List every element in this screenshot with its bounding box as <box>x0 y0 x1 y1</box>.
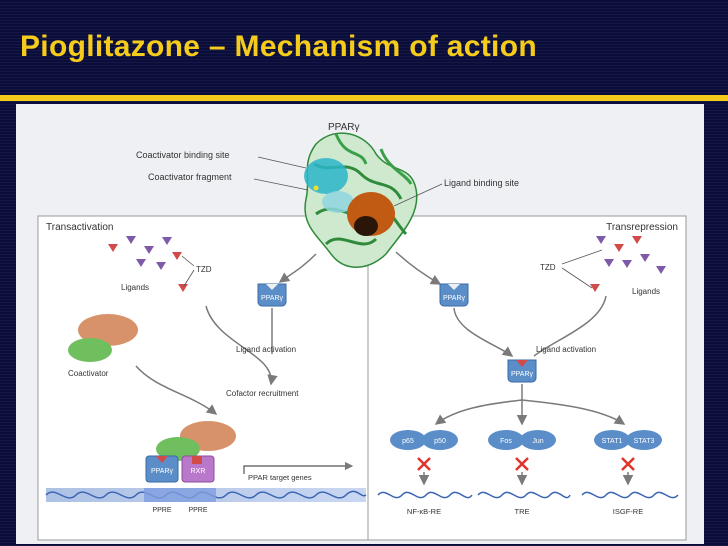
left-dna-strand <box>45 488 367 502</box>
right-receptor-pparg <box>439 283 469 307</box>
right-ligand-cluster <box>590 236 666 292</box>
factor-stat1: STAT1 <box>602 438 623 445</box>
coactivator-complex <box>156 421 236 461</box>
left-ligand-cluster <box>108 236 188 292</box>
response-element-isgf: ISGF-RE <box>613 507 643 516</box>
right-ligand-activation-label: Ligand activation <box>536 345 596 354</box>
right-receptor-label: PPARγ <box>443 295 466 302</box>
coactivator-binding-site-label: Coactivator binding site <box>136 150 230 160</box>
factor-pair-nfkb <box>390 430 458 450</box>
ppre-right-label: PPRE <box>188 507 207 514</box>
right-tzd-label: TZD <box>540 263 556 272</box>
activated-pparg-label: PPARγ <box>511 371 534 378</box>
protein-title: PPARγ <box>328 122 360 133</box>
left-receptor-pparg <box>257 283 287 307</box>
left-ligands-label: Ligands <box>121 283 149 292</box>
ppre-left-label: PPRE <box>152 507 171 514</box>
inhibition-cross-tre <box>515 457 529 486</box>
title-underline <box>0 95 728 101</box>
left-ligand-activation-label: Ligand activation <box>236 345 296 354</box>
coactivator-fragment <box>304 158 348 194</box>
right-ligands-label: Ligands <box>632 287 660 296</box>
transactivation-panel <box>37 215 369 541</box>
mechanism-diagram: Transactivation Transrepression PPARγ Co… <box>37 122 687 541</box>
complex-pparg-label: PPARγ <box>151 468 174 475</box>
left-tzd-label: TZD <box>196 265 212 274</box>
factor-pair-stat <box>594 430 662 450</box>
pparg-protein-structure <box>304 132 418 268</box>
left-receptor-label: PPARγ <box>261 295 284 302</box>
factor-pair-ap1 <box>488 430 556 450</box>
right-dna-strands <box>377 491 679 499</box>
response-element-nfkb: NF-κB-RE <box>407 507 441 516</box>
transrepression-heading: Transrepression <box>606 222 678 233</box>
factor-p50: p50 <box>434 438 446 445</box>
transactivation-heading: Transactivation <box>46 222 113 233</box>
complex-rxr-label: RXR <box>191 468 206 475</box>
pparg-rxr-heterodimer <box>145 455 215 483</box>
factor-stat3: STAT3 <box>634 438 655 445</box>
inhibition-cross-isgf <box>621 457 635 486</box>
inhibition-cross-nfkb <box>417 457 431 486</box>
cofactor-recruitment-label: Cofactor recruitment <box>226 389 299 398</box>
factor-fos: Fos <box>500 438 512 445</box>
activated-pparg <box>507 359 537 383</box>
coactivator-label: Coactivator <box>68 369 109 378</box>
factor-p65: p65 <box>402 438 414 445</box>
mechanism-figure: Transactivation Transrepression PPARγ Co… <box>16 104 704 544</box>
factor-jun: Jun <box>532 438 543 445</box>
coactivator-shape <box>68 314 138 362</box>
target-genes-label: PPAR target genes <box>248 473 312 482</box>
ligand-binding-site-label: Ligand binding site <box>444 178 519 188</box>
coactivator-fragment-label: Coactivator fragment <box>148 172 232 182</box>
response-element-tre: TRE <box>515 507 530 516</box>
slide-title: Pioglitazone – Mechanism of action <box>20 30 537 63</box>
